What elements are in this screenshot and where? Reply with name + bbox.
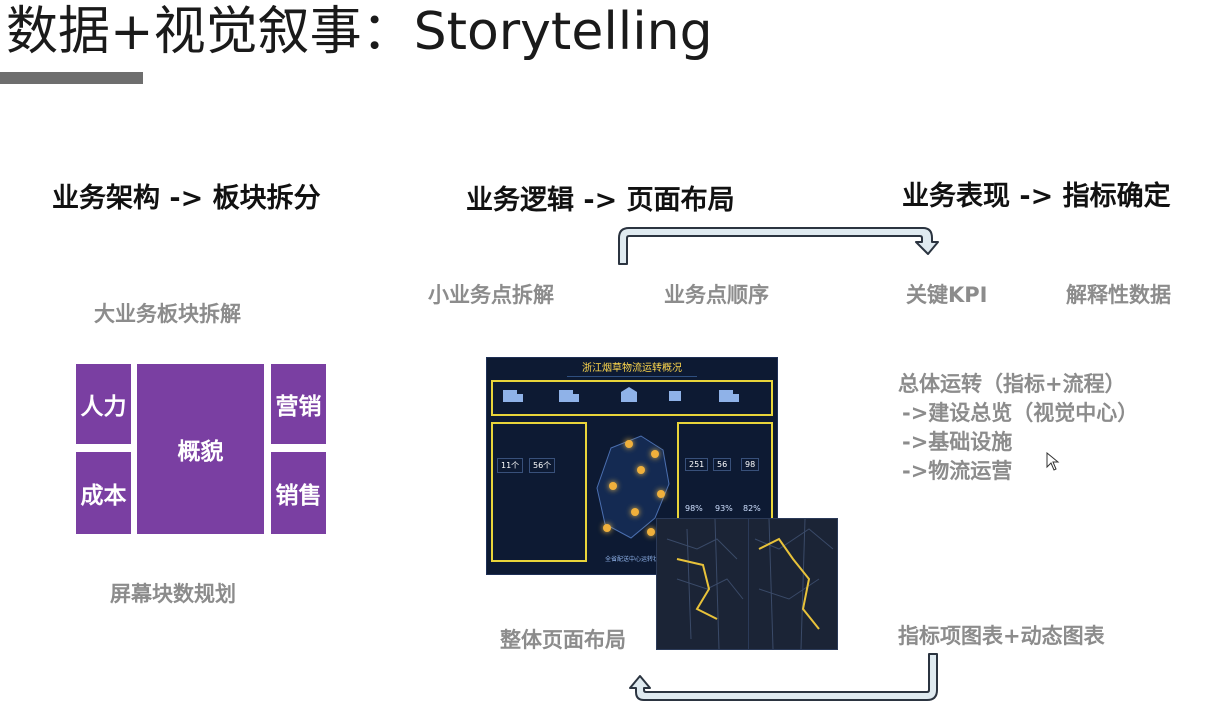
- kpi-outline: 总体运转（指标+流程） ->建设总览（视觉中心） ->基础设施 ->物流运营: [898, 370, 1138, 486]
- percent-value: 93%: [715, 504, 733, 513]
- bottom-flow-arrow: [629, 653, 938, 701]
- heading-business-architecture: 业务架构 -> 板块拆分: [52, 183, 321, 214]
- kpi-line: 总体运转（指标+流程）: [898, 372, 1126, 396]
- map-marker: [657, 490, 665, 498]
- label-small-business-points: 小业务点拆解: [428, 283, 554, 307]
- dashboard-footer-label: 全省配送中心运转状况: [605, 556, 666, 563]
- caption-indicator-charts: 指标项图表+动态图表: [898, 624, 1105, 648]
- block-hr: 人力: [76, 364, 131, 444]
- kpi-value: 251: [685, 458, 709, 471]
- kpi-line: ->基础设施: [902, 430, 1013, 454]
- truck-icons: [503, 387, 739, 402]
- block-marketing: 营销: [271, 364, 326, 444]
- top-flow-arrow: [618, 227, 939, 265]
- heading-business-logic: 业务逻辑 -> 页面布局: [466, 185, 735, 216]
- label-key-kpi: 关键KPI: [906, 283, 988, 307]
- dashboard-top-panel: [491, 380, 773, 416]
- block-cost: 成本: [76, 452, 131, 534]
- kpi-value: 56个: [529, 458, 556, 473]
- city-map-screenshot: [656, 518, 750, 650]
- map-marker: [603, 524, 611, 532]
- map-marker: [609, 482, 617, 490]
- heading-business-performance: 业务表现 -> 指标确定: [902, 181, 1171, 212]
- percent-value: 82%: [743, 504, 761, 513]
- caption-overall-layout: 整体页面布局: [500, 628, 626, 652]
- map-marker: [637, 466, 645, 474]
- kpi-value: 56: [713, 458, 732, 471]
- kpi-value: 98: [741, 458, 760, 471]
- map-marker: [625, 440, 633, 448]
- caption-major-blocks: 大业务板块拆解: [94, 302, 241, 326]
- city-map-screenshot: [748, 518, 838, 650]
- label-business-order: 业务点顺序: [664, 283, 769, 307]
- map-marker: [647, 528, 655, 536]
- mouse-cursor-icon: [1046, 452, 1060, 471]
- dashboard-right-panel: 251 56 98 98% 93% 82%: [677, 422, 773, 522]
- map-marker: [651, 450, 659, 458]
- slide-title: 数据+视觉叙事：Storytelling: [6, 2, 713, 62]
- dashboard-left-panel: 11个 56个: [491, 422, 587, 562]
- title-underline-bar: [0, 72, 143, 84]
- kpi-line: ->建设总览（视觉中心）: [902, 401, 1139, 425]
- route-lines: [754, 519, 834, 649]
- province-map-graphic: [596, 435, 670, 539]
- kpi-line: ->物流运营: [902, 459, 1013, 483]
- kpi-value: 11个: [497, 458, 524, 473]
- route-lines: [666, 519, 744, 649]
- dashboard-title: 浙江烟草物流运转概况: [567, 362, 697, 377]
- block-overview: 概貌: [137, 364, 264, 534]
- percent-value: 98%: [685, 504, 703, 513]
- map-marker: [631, 508, 639, 516]
- label-explanatory-data: 解释性数据: [1066, 283, 1171, 307]
- block-sales: 销售: [271, 452, 326, 534]
- caption-screen-planning: 屏幕块数规划: [110, 582, 236, 606]
